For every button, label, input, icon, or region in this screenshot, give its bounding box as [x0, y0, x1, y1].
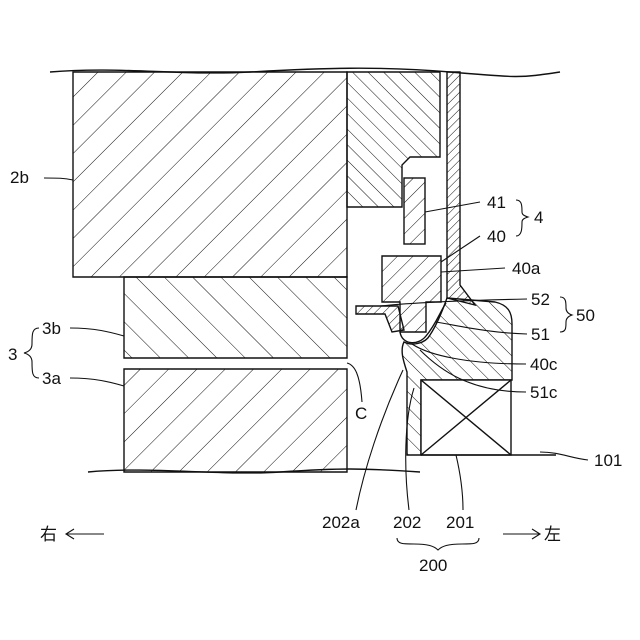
brace-3	[24, 328, 39, 378]
label-3b: 3b	[42, 319, 61, 338]
leader-C	[347, 363, 362, 402]
label-3: 3	[8, 345, 17, 364]
member-3b	[124, 277, 347, 358]
brace-200	[397, 538, 479, 550]
label-52: 52	[531, 290, 550, 309]
direction-right-label: 右	[40, 525, 57, 544]
label-50: 50	[576, 306, 595, 325]
leader-2b	[44, 178, 73, 180]
label-C: C	[355, 404, 367, 423]
direction-left-label: 左	[544, 525, 561, 544]
leader-101	[540, 452, 588, 460]
leader-3a	[70, 378, 124, 386]
label-40: 40	[487, 227, 506, 246]
upper-housing-block	[347, 72, 440, 207]
label-2b: 2b	[10, 168, 29, 187]
member-2b	[73, 72, 347, 277]
leader-3b	[70, 328, 124, 336]
label-51c: 51c	[530, 383, 558, 402]
label-3a: 3a	[42, 369, 61, 388]
label-202: 202	[393, 513, 421, 532]
part-52	[356, 306, 404, 332]
label-4: 4	[534, 208, 543, 227]
label-40a: 40a	[512, 259, 541, 278]
label-201: 201	[446, 513, 474, 532]
component-41	[404, 178, 425, 244]
brace-4	[516, 200, 528, 236]
member-3a	[124, 369, 347, 472]
leader-202a	[356, 370, 403, 510]
label-51: 51	[531, 325, 550, 344]
label-40c: 40c	[530, 355, 558, 374]
leader-201	[456, 455, 463, 510]
label-200: 200	[419, 556, 447, 575]
brace-50	[560, 297, 572, 332]
label-41: 41	[487, 193, 506, 212]
label-202a: 202a	[322, 513, 360, 532]
label-101: 101	[594, 451, 622, 470]
